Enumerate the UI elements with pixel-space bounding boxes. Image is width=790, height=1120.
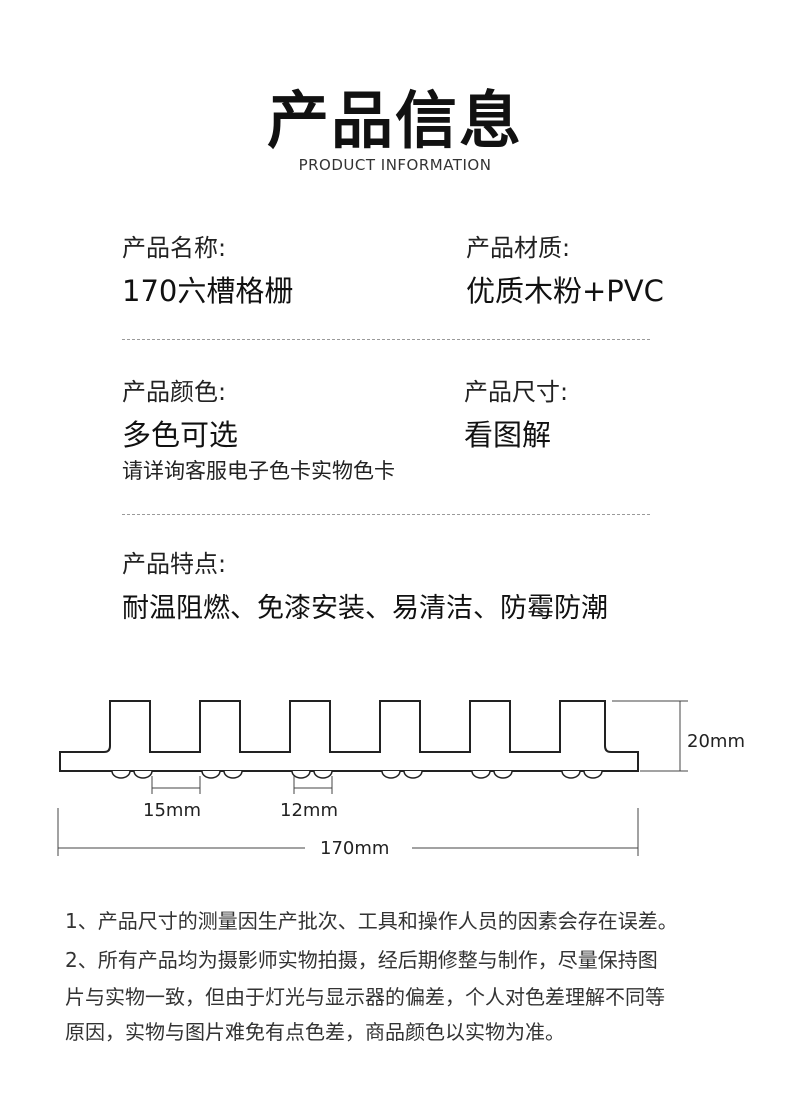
height-dimension [612, 700, 688, 772]
product-color-note: 请详询客服电子色卡实物色卡 [122, 459, 395, 483]
product-color-value: 多色可选 [122, 418, 239, 452]
footnote-line-3: 片与实物一致，但由于灯光与显示器的偏差，个人对色差理解不同等 [65, 985, 665, 1009]
groove-label: 15mm [143, 800, 201, 821]
product-name-label: 产品名称: [122, 234, 227, 262]
product-material-value: 优质木粉+PVC [466, 274, 664, 308]
profile-diagram: 20mm 15mm 12mm 170mm [57, 700, 745, 859]
footnote-line-1: 1、产品尺寸的测量因生产批次、工具和操作人员的因素会存在误差。 [65, 909, 678, 933]
page-title: 产品信息 [266, 84, 523, 157]
rib-label: 12mm [280, 800, 338, 821]
section-divider [122, 339, 650, 340]
height-label: 20mm [687, 731, 745, 752]
product-material-label: 产品材质: [466, 234, 571, 262]
product-color-label: 产品颜色: [122, 378, 227, 406]
product-name-value: 170六槽格栅 [122, 274, 294, 308]
footnote-line-2: 2、所有产品均为摄影师实物拍摄，经后期修整与制作，尽量保持图 [65, 948, 658, 972]
product-size-value: 看图解 [464, 418, 552, 452]
groove-dimension [151, 776, 201, 794]
width-dimension [57, 808, 639, 856]
product-feature-value: 耐温阻燃、免漆安装、易清洁、防霉防潮 [122, 593, 608, 624]
rib-dimension [293, 776, 333, 794]
bottom-grooves [111, 770, 603, 779]
profile-outline [59, 700, 639, 772]
product-feature-label: 产品特点: [122, 550, 227, 578]
footnote-line-4: 原因，实物与图片难免有点色差，商品颜色以实物为准。 [65, 1020, 565, 1044]
width-label: 170mm [320, 838, 389, 859]
section-divider [122, 514, 650, 515]
page-subtitle: PRODUCT INFORMATION [298, 156, 492, 174]
product-size-label: 产品尺寸: [464, 378, 569, 406]
